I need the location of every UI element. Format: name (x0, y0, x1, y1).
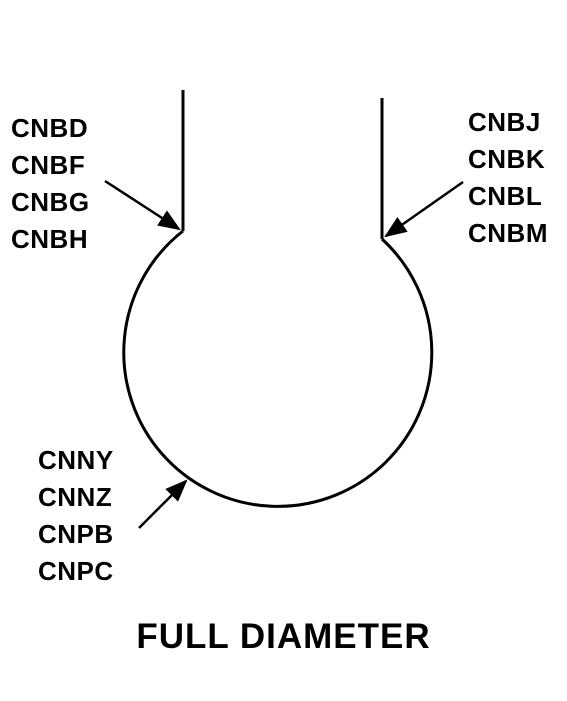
callout-label-cnbj: CNBJ (468, 107, 541, 137)
left-callout-labels: CNBD CNBF CNBG CNBH (11, 110, 90, 258)
callout-label-cnnz: CNNZ (38, 482, 113, 512)
right-callout-labels: CNBJ CNBK CNBL CNBM (468, 104, 548, 252)
full-diameter-circle-outline (122, 229, 434, 508)
callout-label-cnbg: CNBG (11, 187, 90, 217)
callout-label-cnbd: CNBD (11, 113, 89, 143)
bottom-callout-arrow (138, 479, 188, 529)
callout-label-cnbh: CNBH (11, 224, 89, 254)
callout-label-cnbk: CNBK (468, 144, 546, 174)
callout-label-cnny: CNNY (38, 445, 114, 475)
callout-label-cnbm: CNBM (468, 218, 548, 248)
left-callout-arrow (104, 179, 181, 231)
callout-label-cnpb: CNPB (38, 519, 114, 549)
bottom-callout-labels: CNNY CNNZ CNPB CNPC (38, 442, 114, 590)
callout-label-cnbl: CNBL (468, 181, 543, 211)
diagram-caption: FULL DIAMETER (136, 617, 431, 656)
right-callout-arrow (384, 180, 464, 238)
callout-label-cnbf: CNBF (11, 150, 86, 180)
callout-label-cnpc: CNPC (38, 556, 114, 586)
